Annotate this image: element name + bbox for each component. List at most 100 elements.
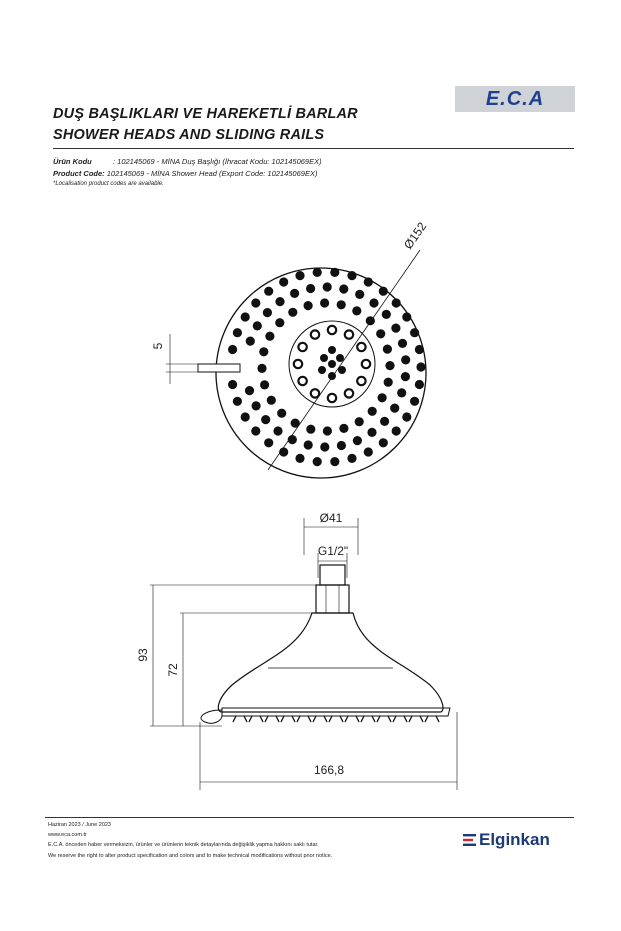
thread-stem (319, 564, 346, 586)
elginkan-mark-icon (463, 834, 476, 846)
side-view (150, 518, 458, 790)
footer-divider (45, 817, 574, 818)
nozzle-tooth (392, 715, 397, 723)
nozzle-dot (275, 297, 285, 307)
nozzle-dot (257, 363, 267, 373)
nozzle-tooth (371, 715, 376, 723)
footer-notice-tr: E.C.A. önceden haber vermeksizin, ürünle… (48, 842, 319, 848)
nozzle-tooth (419, 715, 424, 723)
nozzle-dot (330, 267, 340, 277)
product-code-tr-label: Ürün Kodu (53, 157, 92, 166)
nozzle-dot (251, 426, 261, 436)
nozzle-dot (367, 406, 377, 416)
nozzle-dot (312, 267, 322, 277)
product-code-en-label: Product Code: (53, 169, 105, 178)
nozzle-tooth (424, 715, 429, 723)
inner-ring (288, 320, 376, 408)
nozzle-dot (288, 307, 298, 317)
nozzle-dot (363, 447, 373, 457)
localisation-note: *Localisation product codes are availabl… (53, 181, 164, 187)
nozzle-dot (376, 329, 386, 339)
nozzle-dot (336, 300, 346, 310)
nozzle-teeth (232, 715, 440, 723)
nozzle-dot (322, 426, 332, 436)
nozzle-dot (336, 440, 346, 451)
nozzle-dot (378, 286, 388, 296)
elginkan-logo: Elginkan (463, 830, 550, 850)
nozzle-dot (295, 453, 305, 463)
thickness-tab (197, 363, 241, 373)
nozzle-dot (232, 328, 242, 338)
nozzle-dot (352, 306, 362, 316)
nozzle-dot (322, 282, 332, 292)
nozzle-dot (356, 341, 367, 353)
nozzle-dot (328, 360, 336, 368)
nozzle-dot (400, 372, 410, 382)
nozzle-dot (378, 438, 388, 448)
nozzle-dot (414, 344, 424, 355)
nozzle-tooth (307, 715, 312, 723)
shower-body (217, 612, 444, 713)
nozzle-dot (251, 401, 261, 411)
nozzle-dot (306, 283, 316, 294)
nozzle-dot (228, 379, 238, 390)
nozzle-dot (259, 347, 269, 357)
nozzle-dot (279, 447, 289, 457)
diameter-leader-line (267, 249, 421, 471)
product-code-en: Product Code: 102145069 - MİNA Shower He… (53, 169, 317, 178)
nozzle-dot (336, 354, 344, 362)
nozzle-dot (330, 457, 340, 467)
nozzle-dot (343, 388, 355, 399)
hex-nut (315, 584, 350, 614)
nozzle-dot (390, 403, 400, 413)
nozzle-dot (391, 323, 401, 333)
nozzle-tooth (280, 715, 285, 723)
nozzle-dot (354, 417, 364, 427)
nozzle-dot (391, 298, 401, 308)
nozzle-dot (326, 392, 338, 404)
nozzle-dot (240, 412, 250, 422)
nozzle-dot (402, 412, 412, 422)
nozzle-dot (266, 395, 276, 405)
nozzle-dot (391, 426, 401, 436)
nozzle-dot (273, 426, 283, 436)
nozzle-dot (383, 377, 393, 387)
nozzle-dot (318, 366, 326, 374)
nozzle-dot (261, 415, 271, 425)
nozzle-dot (347, 271, 357, 281)
nozzle-dot (410, 328, 420, 338)
nozzle-tooth (360, 715, 365, 723)
nozzle-tooth (232, 715, 237, 723)
nozzle-dot (260, 380, 270, 390)
nozzle-dot (320, 354, 328, 362)
nozzle-dot (303, 301, 313, 311)
nozzle-dot (360, 358, 372, 370)
edge-lip (200, 709, 223, 724)
nozzle-dot (343, 329, 355, 340)
nozzle-dot (252, 321, 262, 331)
product-code-tr-value: : 102145069 - MİNA Duş Başlığı (İhracat … (113, 157, 322, 166)
nozzle-dot (264, 438, 274, 448)
nozzle-dot (262, 308, 272, 318)
nozzle-tooth (435, 715, 440, 723)
nozzle-dot (320, 298, 330, 308)
width-label: 166,8 (314, 763, 344, 777)
nozzle-pattern (228, 267, 426, 467)
title-english: SHOWER HEADS AND SLIDING RAILS (53, 127, 325, 143)
nozzle-dot (245, 336, 255, 346)
nozzle-dot (414, 379, 424, 390)
thickness-label: 5 (151, 342, 165, 349)
footer-website[interactable]: www.eca.com.tr (48, 832, 87, 838)
body-height-label: 72 (166, 663, 180, 677)
nozzle-dot (297, 341, 308, 353)
nozzle-dot (416, 362, 426, 372)
nozzle-dot (275, 318, 285, 328)
nozzle-dot (367, 427, 377, 437)
shower-face-outline (215, 267, 427, 479)
nozzle-dot (287, 435, 297, 445)
neck-diameter-label: Ø41 (320, 511, 343, 525)
nozzle-tooth (248, 715, 253, 723)
nozzle-tooth (243, 715, 248, 723)
nozzle-tooth (296, 715, 301, 723)
nozzle-dot (397, 388, 407, 398)
